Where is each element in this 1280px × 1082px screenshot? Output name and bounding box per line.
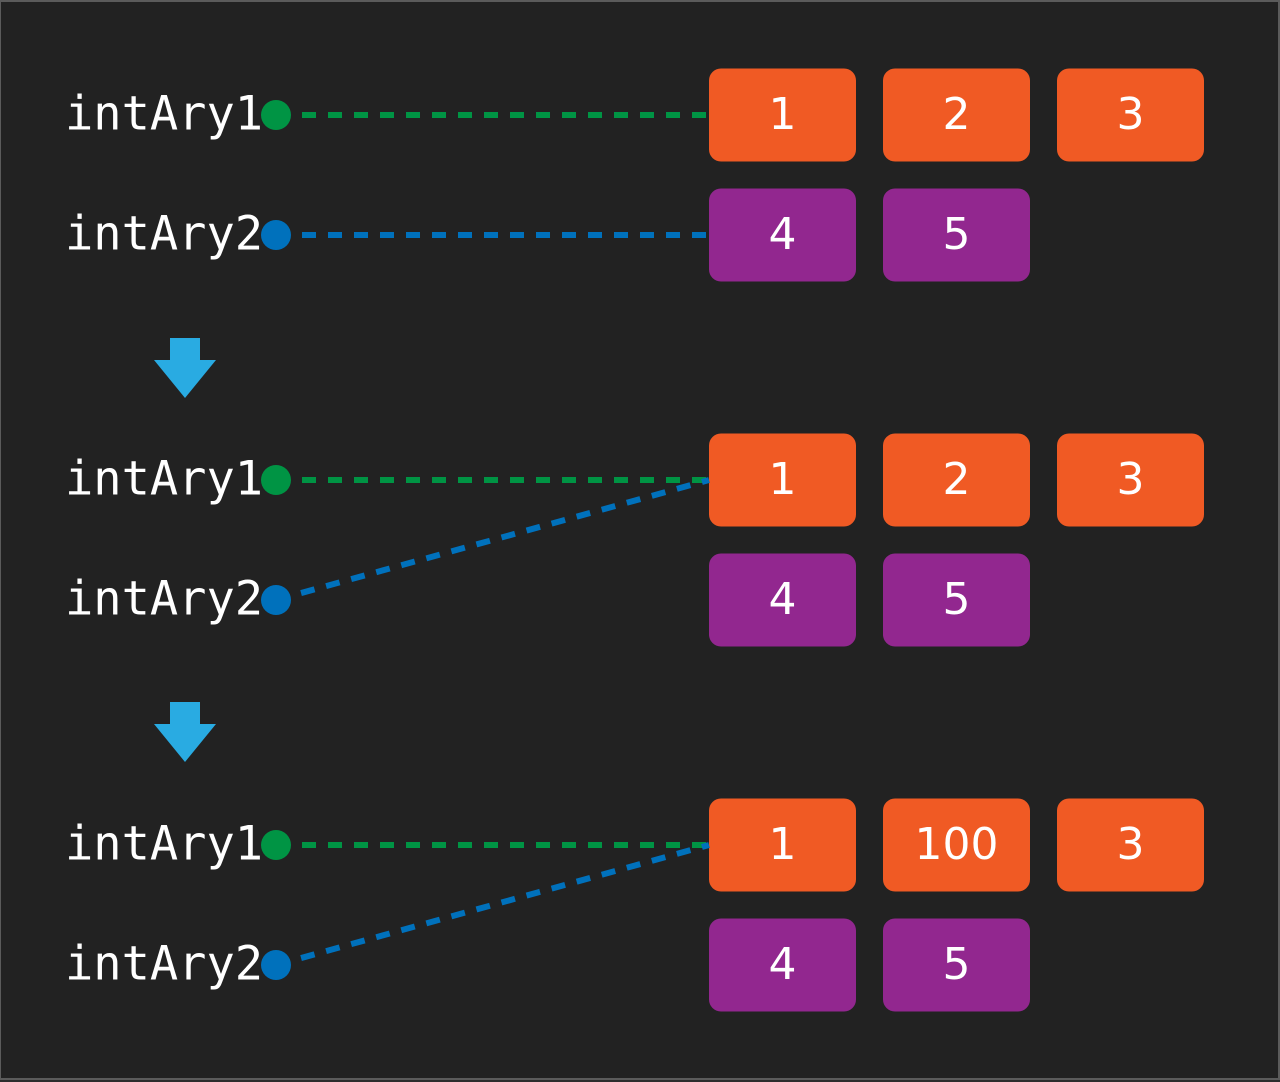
array2-cell: 5 — [883, 553, 1030, 647]
intary2-reference-line — [275, 842, 710, 968]
array2-cell-box — [709, 188, 856, 282]
intary1-label: intAry1 — [65, 817, 263, 872]
array1-cell-box — [883, 433, 1030, 527]
array2-cell-box — [883, 553, 1030, 647]
array2-cell-box — [709, 918, 856, 1012]
array1-cell-value: 3 — [1117, 454, 1145, 505]
array1-cell-box — [709, 68, 856, 162]
intary1-label: intAry1 — [65, 452, 263, 507]
intary2-reference-line — [275, 477, 710, 603]
array1-cell: 2 — [883, 68, 1030, 162]
array1-cell-box — [1057, 433, 1204, 527]
array1-cell-box — [1057, 798, 1204, 892]
array1-cell-value: 1 — [769, 89, 797, 140]
stage-1: 1 2 3 4 5 intAry1 intAry2 — [65, 68, 1204, 282]
array1-cell-value: 1 — [769, 819, 797, 870]
array2-cell-value: 4 — [769, 939, 797, 990]
arrow-down-icon — [154, 338, 216, 398]
intary2-label: intAry2 — [65, 207, 263, 262]
array1-cell: 3 — [1057, 433, 1204, 527]
intary2-label: intAry2 — [65, 572, 263, 627]
array2-cell-box — [709, 553, 856, 647]
array2-cell: 4 — [709, 188, 856, 282]
intary1-reference-dot — [261, 830, 291, 860]
arrow-down-icon — [154, 702, 216, 762]
stage-3: 1 100 3 4 5 intAry1 intAry2 — [65, 798, 1204, 1012]
array1-cell-box — [1057, 68, 1204, 162]
intary2-reference-dot — [261, 950, 291, 980]
array1-cell-box — [709, 798, 856, 892]
stage-2: 1 2 3 4 5 intAry1 intAry2 — [65, 433, 1204, 647]
array2-cell: 4 — [709, 918, 856, 1012]
array1-cell: 1 — [709, 798, 856, 892]
array2-cell-value: 4 — [769, 209, 797, 260]
array2-cell: 5 — [883, 918, 1030, 1012]
array1-cell-value: 3 — [1117, 89, 1145, 140]
intary2-label: intAry2 — [65, 937, 263, 992]
array2-cell: 5 — [883, 188, 1030, 282]
array2-cell: 4 — [709, 553, 856, 647]
intary1-reference-dot — [261, 100, 291, 130]
array1-cell: 100 — [883, 798, 1030, 892]
intary2-reference-dot — [261, 220, 291, 250]
array2-cell-value: 4 — [769, 574, 797, 625]
array1-cell: 3 — [1057, 68, 1204, 162]
array2-cell-value: 5 — [943, 209, 971, 260]
intary2-reference-dot — [261, 585, 291, 615]
array1-cell: 1 — [709, 433, 856, 527]
array1-cell-value: 100 — [915, 819, 999, 870]
array1-cell-box — [709, 433, 856, 527]
array1-cell: 2 — [883, 433, 1030, 527]
array1-cell-box — [883, 798, 1030, 892]
array1-cell-value: 2 — [943, 454, 971, 505]
array1-cell-box — [883, 68, 1030, 162]
array1-cell: 3 — [1057, 798, 1204, 892]
array2-cell-value: 5 — [943, 574, 971, 625]
array1-cell-value: 3 — [1117, 819, 1145, 870]
array1-cell: 1 — [709, 68, 856, 162]
intary1-reference-dot — [261, 465, 291, 495]
array1-cell-value: 2 — [943, 89, 971, 140]
array1-cell-value: 1 — [769, 454, 797, 505]
array2-cell-box — [883, 918, 1030, 1012]
array2-cell-box — [883, 188, 1030, 282]
intary1-label: intAry1 — [65, 87, 263, 142]
array2-cell-value: 5 — [943, 939, 971, 990]
